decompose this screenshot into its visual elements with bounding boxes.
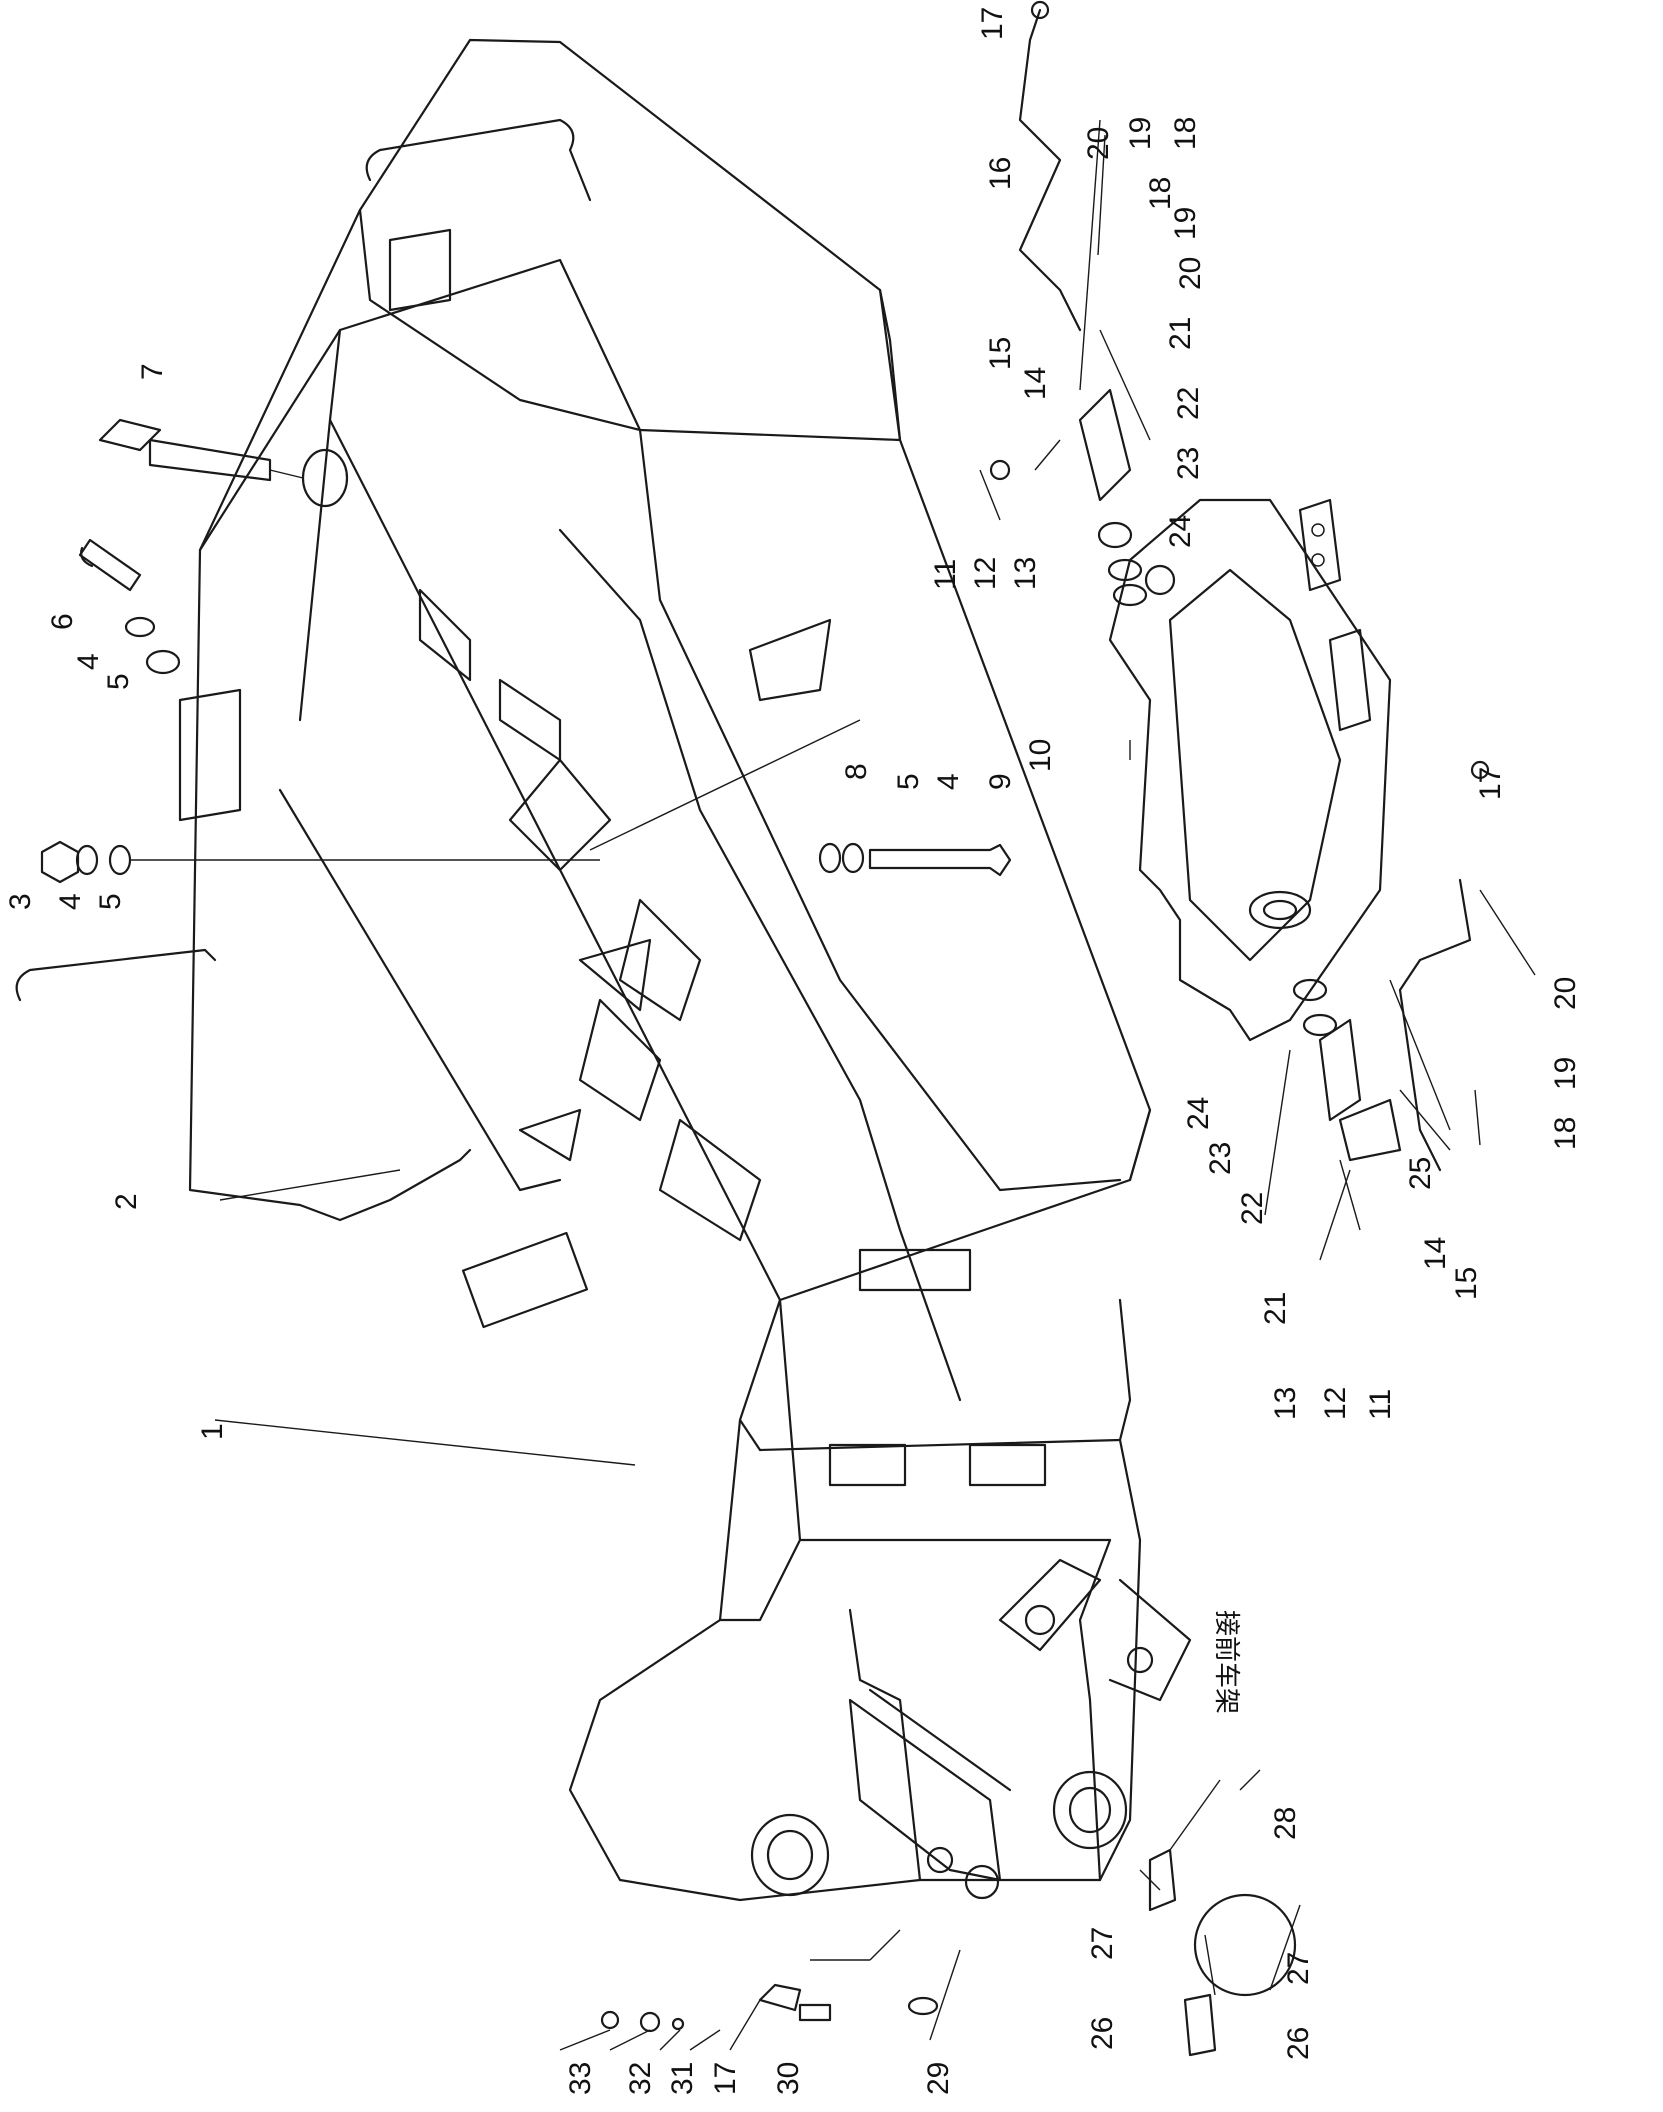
label-10: 10: [1024, 739, 1057, 772]
label-12b: 12: [1319, 1387, 1352, 1420]
label-30: 30: [772, 2062, 805, 2095]
rear-frame-body: [15, 38, 1192, 1902]
label-11b: 11: [1364, 1389, 1397, 1420]
fasteners: [40, 0, 1490, 2057]
label-6: 6: [46, 613, 79, 630]
chinese-note: 接前车架: [1211, 1610, 1241, 1714]
label-17: 17: [976, 7, 1009, 40]
label-17b: 17: [1474, 767, 1507, 800]
label-5c: 5: [892, 773, 925, 790]
label-24: 24: [1164, 515, 1197, 548]
label-18b: 18: [1144, 177, 1177, 210]
label-19b: 19: [1169, 207, 1202, 240]
label-20: 20: [1082, 127, 1115, 160]
label-22: 22: [1172, 387, 1205, 420]
label-23: 23: [1172, 447, 1205, 480]
label-12: 12: [969, 557, 1002, 590]
label-20c: 20: [1549, 977, 1582, 1010]
label-18: 18: [1169, 117, 1202, 150]
label-9: 9: [984, 773, 1017, 790]
label-26b: 26: [1282, 2027, 1315, 2060]
label-31: 31: [666, 2062, 699, 2095]
label-21: 21: [1164, 317, 1197, 350]
label-15b: 15: [1450, 1267, 1483, 1300]
label-24b: 24: [1182, 1097, 1215, 1130]
label-3: 3: [4, 893, 37, 910]
leader-lines: [214, 119, 1536, 2051]
label-26: 26: [1086, 2017, 1119, 2050]
label-19c: 19: [1549, 1057, 1582, 1090]
label-5b: 5: [102, 673, 135, 690]
label-21b: 21: [1259, 1292, 1292, 1325]
label-18c: 18: [1549, 1117, 1582, 1150]
label-15: 15: [984, 337, 1017, 370]
label-11: 11: [929, 559, 962, 590]
label-17c: 17: [709, 2062, 742, 2095]
label-4: 4: [54, 893, 87, 910]
label-27: 27: [1086, 1927, 1119, 1960]
label-13: 13: [1009, 557, 1042, 590]
label-4b: 4: [72, 653, 105, 670]
label-29: 29: [922, 2062, 955, 2095]
part-labels: 1 2 3 4 5 6 4 5 7 8 5 4 9 10 11 12 13 14…: [4, 7, 1582, 2095]
label-2: 2: [110, 1193, 143, 1210]
label-4c: 4: [932, 773, 965, 790]
label-14b: 14: [1419, 1237, 1452, 1270]
label-22b: 22: [1236, 1192, 1269, 1225]
label-14: 14: [1019, 367, 1052, 400]
label-16: 16: [984, 157, 1017, 190]
label-13b: 13: [1269, 1387, 1302, 1420]
label-33: 33: [564, 2062, 597, 2095]
label-1: 1: [196, 1423, 229, 1440]
subframe-part-10: [1108, 498, 1392, 1042]
label-19: 19: [1124, 117, 1157, 150]
label-25: 25: [1404, 1157, 1437, 1190]
label-32: 32: [624, 2062, 657, 2095]
label-8: 8: [840, 763, 873, 780]
label-23b: 23: [1204, 1142, 1237, 1175]
label-28: 28: [1269, 1807, 1302, 1840]
label-27b: 27: [1282, 1952, 1315, 1985]
label-5: 5: [94, 893, 127, 910]
label-7: 7: [136, 363, 169, 380]
label-20b: 20: [1174, 257, 1207, 290]
